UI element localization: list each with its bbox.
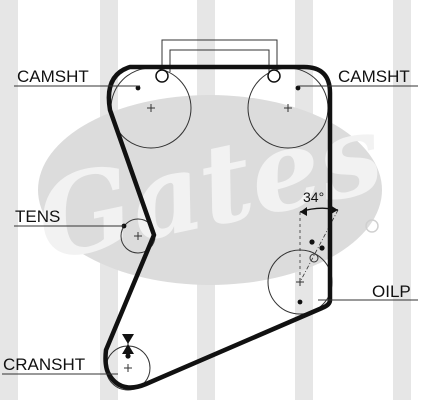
angle-label: 34° xyxy=(303,189,324,205)
crankshaft-center-mark xyxy=(124,364,132,372)
camshaft-right-label: CAMSHT xyxy=(338,67,410,86)
tensioner-label: TENS xyxy=(15,207,60,226)
angle-arrow-left xyxy=(300,207,307,216)
angle-arrow-right xyxy=(330,205,338,214)
crankshaft-label: CRANSHT xyxy=(3,355,85,374)
oil-pump-dot xyxy=(319,245,325,251)
camshaft-left-timing-mark xyxy=(155,69,169,83)
registered-mark xyxy=(365,219,379,233)
camshaft-left-dot xyxy=(135,85,141,91)
gates-watermark: Gates xyxy=(0,0,411,400)
camshaft-left-center-mark xyxy=(147,104,155,112)
oil-pump-dot-3 xyxy=(297,299,303,305)
crankshaft-dot xyxy=(125,353,131,359)
oil-pump-mark-circle xyxy=(309,253,319,263)
bracket-outline xyxy=(161,39,278,72)
camshaft-left-label: CAMSHT xyxy=(17,67,89,86)
timing-belt xyxy=(103,64,333,390)
camshaft-right-timing-mark xyxy=(267,69,281,83)
oil-pump-label: OILP xyxy=(372,282,411,301)
camshaft-right-center-mark xyxy=(284,104,292,112)
oil-pump-dot-2 xyxy=(309,239,315,245)
camshaft-right-dot xyxy=(295,85,301,91)
tensioner-center-mark xyxy=(134,232,142,240)
logo-ellipse xyxy=(38,95,382,285)
